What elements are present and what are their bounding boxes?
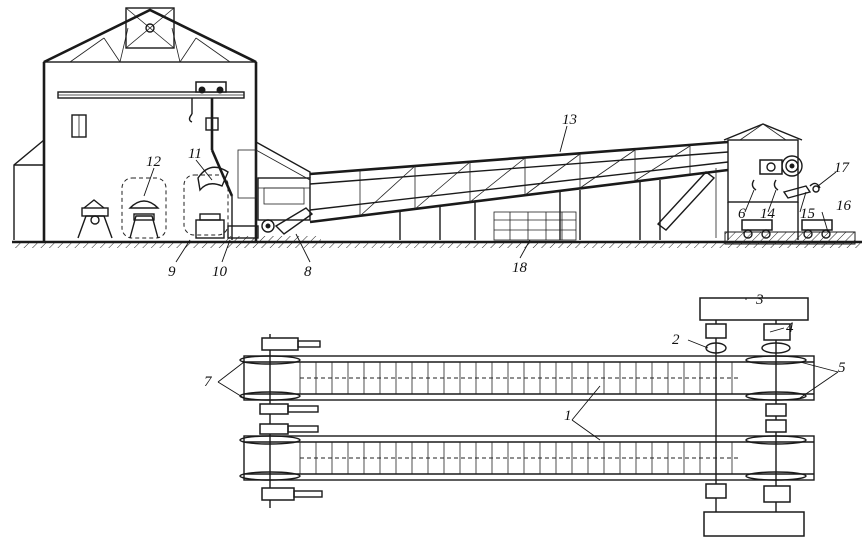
cart-16 [801, 219, 833, 239]
label-3: 3 [755, 292, 764, 308]
left-sprockets [239, 334, 323, 508]
label-5: 5 [838, 360, 846, 376]
label-7: 7 [204, 374, 213, 390]
ground-line [12, 231, 862, 248]
label-16: 16 [836, 198, 852, 214]
main-building [13, 7, 258, 243]
label-12: 12 [146, 154, 162, 170]
conveyor-strand-lower [243, 435, 815, 481]
machine-right-dashed [183, 174, 229, 239]
label-4: 4 [786, 320, 794, 336]
manipulator-11 [197, 98, 234, 240]
machine-12 [121, 177, 167, 239]
label-8: 8 [304, 264, 312, 280]
label-6: 6 [738, 206, 746, 222]
leader-lines [143, 125, 839, 441]
transfer-unit-8 [227, 177, 314, 239]
shed-roof [255, 141, 311, 181]
label-1: 1 [564, 408, 572, 424]
machine-left [77, 199, 113, 239]
right-drive [699, 297, 809, 537]
elevation-view [12, 7, 862, 248]
label-10: 10 [212, 264, 228, 280]
label-2: 2 [672, 332, 680, 348]
label-13: 13 [562, 112, 577, 128]
cart-14 [741, 219, 773, 239]
reference-labels: 13 11 12 9 10 8 18 6 14 15 16 17 3 2 4 5… [146, 112, 852, 424]
label-15: 15 [800, 206, 816, 222]
label-14: 14 [760, 206, 776, 222]
drive-station [656, 123, 821, 240]
label-11: 11 [188, 146, 202, 162]
conveyor-slats [299, 362, 740, 474]
label-18: 18 [512, 260, 528, 276]
inclined-conveyor-13 [309, 140, 729, 240]
plan-view [239, 297, 815, 537]
label-17: 17 [834, 160, 851, 176]
conveyor-strand-upper [243, 355, 815, 401]
label-9: 9 [168, 264, 176, 280]
storage-racks-18 [493, 211, 577, 241]
